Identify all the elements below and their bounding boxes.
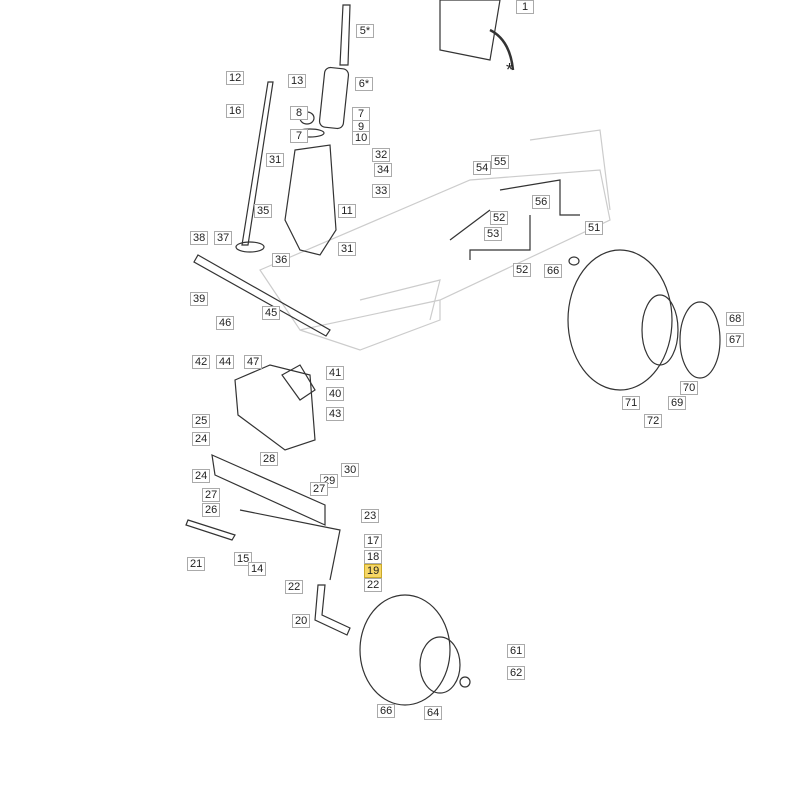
axle-bracket [234, 364, 316, 451]
part-label[interactable]: 39 [190, 292, 209, 306]
part-label[interactable]: 44 [216, 355, 235, 369]
tie-rod [239, 509, 341, 581]
front-axle [211, 454, 326, 526]
part-label[interactable]: 5* [356, 24, 374, 38]
part-label[interactable]: 1 [516, 0, 534, 14]
steering-shaft [339, 4, 351, 66]
steering-sleeve [318, 66, 350, 130]
part-label[interactable]: 11 [338, 204, 356, 218]
part-label[interactable]: 25 [192, 414, 211, 428]
part-label[interactable]: 56 [532, 195, 551, 209]
part-label[interactable]: 22 [285, 580, 304, 594]
part-label[interactable]: 27 [202, 488, 221, 502]
column-bracket [284, 144, 337, 256]
part-label[interactable]: 17 [364, 534, 383, 548]
part-label[interactable]: 70 [680, 381, 699, 395]
part-label[interactable]: 67 [726, 333, 745, 347]
part-label[interactable]: 55 [491, 155, 510, 169]
spindle [314, 584, 351, 636]
part-label[interactable]: 7 [352, 107, 370, 121]
part-label[interactable]: 8 [290, 106, 308, 120]
part-label[interactable]: 15 [234, 552, 253, 566]
part-label[interactable]: 24 [192, 432, 211, 446]
part-label[interactable]: 62 [507, 666, 526, 680]
part-label[interactable]: 32 [372, 148, 391, 162]
front-rim [419, 636, 461, 694]
part-label[interactable]: 27 [310, 482, 329, 496]
part-label[interactable]: 18 [364, 550, 383, 564]
manual-sheet [439, 0, 501, 61]
part-label[interactable]: 21 [187, 557, 206, 571]
part-label[interactable]: 42 [192, 355, 211, 369]
part-label[interactable]: 72 [644, 414, 663, 428]
rear-rim [679, 301, 721, 379]
part-label[interactable]: 66 [544, 264, 563, 278]
part-label[interactable]: 54 [473, 161, 492, 175]
part-label[interactable]: 7 [290, 129, 308, 143]
part-label[interactable]: 68 [726, 312, 745, 326]
part-label[interactable]: 24 [192, 469, 211, 483]
part-label[interactable]: 31 [266, 153, 285, 167]
part-label[interactable]: 66 [377, 704, 396, 718]
part-label[interactable]: 61 [507, 644, 526, 658]
arrow-icon [489, 28, 515, 71]
cross-bar [193, 254, 331, 337]
part-label[interactable]: 14 [248, 562, 267, 576]
rear-rim-inner [641, 294, 679, 366]
part-label[interactable]: 30 [341, 463, 360, 477]
part-label[interactable]: 33 [372, 184, 391, 198]
rear-tire [567, 249, 673, 391]
part-label[interactable]: 41 [326, 366, 345, 380]
part-label[interactable]: 16 [226, 104, 245, 118]
part-label[interactable]: 10 [352, 131, 371, 145]
part-label[interactable]: 12 [226, 71, 245, 85]
linkage-rods [449, 209, 531, 260]
steering-rod [241, 81, 274, 246]
part-label[interactable]: 26 [202, 503, 221, 517]
part-label[interactable]: 13 [288, 74, 307, 88]
part-label[interactable]: 53 [484, 227, 503, 241]
part-label[interactable]: 52 [490, 211, 509, 225]
part-label[interactable]: 35 [254, 204, 273, 218]
part-label[interactable]: 69 [668, 396, 687, 410]
part-label[interactable]: 64 [424, 706, 443, 720]
part-label[interactable]: 37 [214, 231, 233, 245]
part-label[interactable]: 28 [260, 452, 279, 466]
part-label[interactable]: 36 [272, 253, 291, 267]
part-label[interactable]: 22 [364, 578, 383, 592]
part-label[interactable]: 45 [262, 306, 281, 320]
part-label[interactable]: 34 [374, 163, 393, 177]
highlighted-part-label[interactable]: 19 [364, 564, 383, 578]
part-label[interactable]: 52 [513, 263, 532, 277]
part-label[interactable]: 46 [216, 316, 235, 330]
part-label[interactable]: 51 [585, 221, 604, 235]
part-label[interactable]: 47 [244, 355, 263, 369]
part-label[interactable]: 20 [292, 614, 311, 628]
part-label[interactable]: 71 [622, 396, 641, 410]
part-label[interactable]: 43 [326, 407, 345, 421]
part-label[interactable]: 23 [361, 509, 380, 523]
front-tire [359, 594, 451, 706]
part-label[interactable]: 31 [338, 242, 357, 256]
chassis-frame [259, 129, 611, 351]
part-label[interactable]: 6* [355, 77, 373, 91]
part-label[interactable]: 38 [190, 231, 209, 245]
part-label[interactable]: 40 [326, 387, 345, 401]
asterisk-marker: * [506, 60, 514, 80]
